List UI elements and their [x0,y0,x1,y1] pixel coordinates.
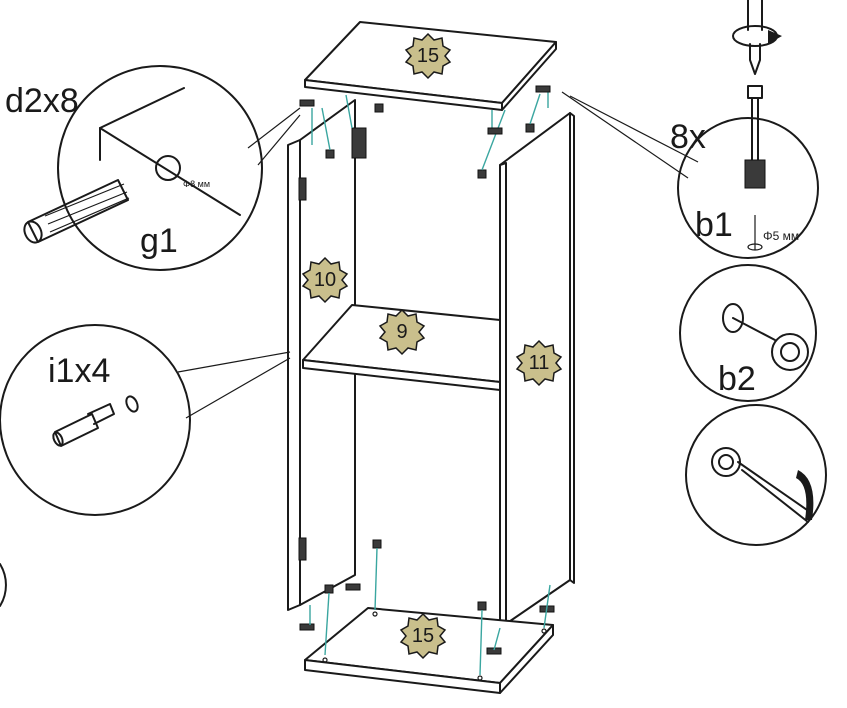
cam-lock-icon [722,303,809,371]
shelf-pin-callout: i1x4 [0,324,291,516]
label-d2x8: d2x8 [5,82,79,120]
cam-fittings-top [325,103,535,179]
label-8x: 8x [670,118,706,156]
top-brackets [299,85,551,135]
label-g1: g1 [140,222,178,260]
badge-top: 15 [404,32,452,80]
label-b1: b1 [695,206,733,244]
label-b2: b2 [718,360,756,398]
cam-bolt-callout: 8x b1 Φ5 мм [561,85,819,259]
assembly-guides [309,90,551,676]
badge-shelf-label: 9 [396,321,407,343]
dowel-callout: d2x8 Φ8 мм g1 [5,65,301,271]
badge-top-label: 15 [417,45,439,67]
label-g1-diameter: Φ8 мм [183,179,210,189]
badge-left-label: 10 [314,269,336,291]
badge-left: 10 [301,256,349,304]
badge-shelf: 9 [378,308,426,356]
badge-right: 11 [515,339,563,387]
badge-right-label: 11 [529,352,550,374]
cam-turn-callout [685,404,827,546]
badge-bottom: 15 [399,612,447,660]
rotate-arrow-icon [768,30,782,44]
hinge-icon [298,177,307,561]
shelf-pin-icon [52,395,139,447]
cam-bolt-icon [744,85,766,189]
partial-callout-edge [0,563,7,607]
label-i1x4: i1x4 [48,352,110,390]
label-b1-diameter: Φ5 мм [763,229,799,243]
dowel-icon [23,179,130,244]
badge-bottom-label: 15 [412,625,434,647]
cam-lock-callout: b2 [679,264,817,402]
